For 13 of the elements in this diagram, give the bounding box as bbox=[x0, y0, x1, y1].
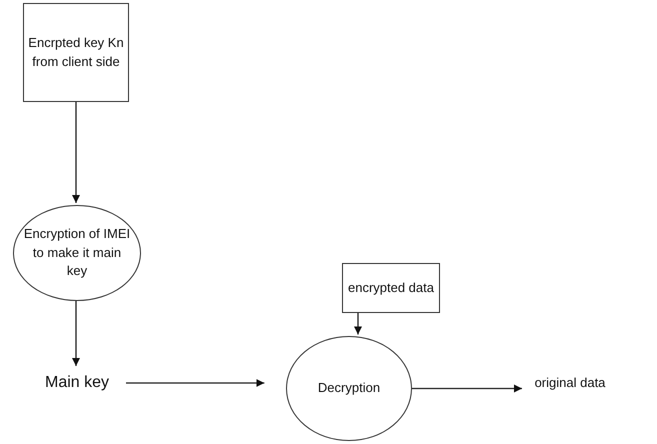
node-text: Encrpted key Kn from client side bbox=[28, 34, 124, 70]
node-label: original data bbox=[530, 371, 610, 393]
arrow bbox=[412, 384, 522, 392]
process-box bbox=[23, 3, 129, 102]
node-label: Main key bbox=[42, 370, 112, 396]
arrow bbox=[72, 301, 80, 366]
arrow bbox=[354, 313, 362, 335]
node-text: encrypted data bbox=[348, 278, 434, 297]
node-text: Decryption bbox=[318, 379, 380, 398]
arrow bbox=[72, 102, 80, 203]
arrow bbox=[126, 379, 264, 387]
process-box bbox=[342, 263, 440, 313]
node-text: Encryption of IMEI to make it main key bbox=[22, 224, 132, 280]
